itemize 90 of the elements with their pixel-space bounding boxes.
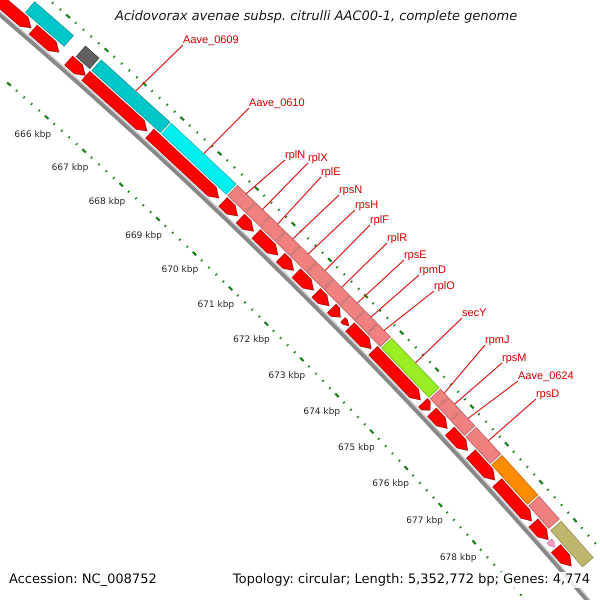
gene-label: rplN	[285, 149, 306, 161]
gene-block	[550, 520, 594, 568]
gene-block	[260, 216, 286, 242]
gene-feature	[0, 0, 32, 28]
leader-line	[308, 210, 356, 254]
leader-line	[415, 318, 462, 364]
gene-label: rpmJ	[485, 334, 510, 346]
leader-line	[454, 362, 502, 405]
gene-label: secY	[462, 307, 486, 319]
gene-block	[354, 310, 378, 334]
leader-line	[324, 224, 370, 272]
gene-block	[76, 46, 100, 70]
leader-line	[341, 242, 388, 288]
leader-line	[467, 380, 518, 419]
leader-line	[356, 260, 404, 304]
gene-feature	[345, 322, 372, 350]
gene-feature	[427, 408, 448, 429]
scale-label: 670 kbp	[160, 265, 200, 276]
gene-block	[450, 410, 476, 436]
gene-block	[290, 246, 317, 272]
scale-label: 677 kbp	[405, 516, 444, 527]
scale-label: 676 kbp	[371, 479, 410, 490]
gene-label: rplF	[370, 214, 389, 226]
gene-feature	[466, 449, 496, 480]
gene-block	[91, 60, 170, 134]
gene-label: Aave_0624	[518, 370, 574, 382]
gene-feature	[368, 346, 421, 400]
scale-label: 667 kbp	[50, 163, 90, 174]
gene-block	[323, 278, 350, 306]
gene-block	[491, 454, 538, 505]
leader-line	[488, 398, 536, 442]
gene-feature	[550, 544, 572, 566]
gene-label: rpmD	[419, 264, 446, 276]
leader-line	[135, 44, 184, 92]
gene-label: Aave_0609	[183, 34, 239, 46]
gene-feature	[145, 128, 220, 198]
gene-block	[367, 323, 391, 348]
gene-feature	[252, 229, 278, 256]
scale-label: 673 kbp	[267, 370, 306, 382]
gene-label: rpsD	[536, 388, 560, 400]
scale-label: 674 kbp	[302, 406, 342, 418]
scale-label: 668 kbp	[88, 196, 126, 208]
footer-text: Topology: circular; Length: 5,352,772 bp; Genes: 4,774	[232, 572, 590, 588]
scale-label: 669 kbp	[124, 230, 163, 242]
scale-label: 672 kbp	[232, 335, 271, 346]
gene-feature	[28, 24, 60, 53]
gene-block	[24, 1, 74, 47]
gene-feature	[292, 268, 314, 291]
gene-block	[306, 262, 334, 290]
gene-block	[438, 397, 461, 421]
gene-feature	[546, 538, 556, 548]
gene-block	[161, 122, 237, 195]
gene-block	[276, 232, 300, 256]
gene-block	[340, 295, 365, 321]
gene-label: rpsN	[339, 184, 362, 196]
gene-block	[430, 388, 449, 408]
gene-label: rpsH	[355, 199, 378, 211]
gene-label: Aave_0610	[249, 97, 305, 109]
gene-label: rplO	[434, 280, 455, 292]
gene-block	[528, 496, 560, 529]
footer-text: Accession: NC_008752	[9, 572, 157, 588]
gene-feature	[218, 197, 238, 216]
leader-line	[277, 176, 322, 225]
gene-label: rpsE	[404, 249, 427, 261]
gene-feature	[326, 304, 341, 318]
scale-label: 675 kbp	[336, 442, 376, 454]
leader-line	[203, 108, 250, 154]
gene-block	[381, 338, 440, 398]
gene-label: rplX	[308, 152, 328, 164]
gene-feature	[444, 426, 468, 451]
gene-feature	[340, 317, 350, 326]
gene-feature	[276, 252, 294, 271]
gene-label: rpsM	[502, 352, 526, 364]
title: Acidovorax avenae subsp. citrulli AAC00-1, complete genome	[115, 9, 518, 24]
gene-feature	[81, 70, 148, 132]
gene-feature	[492, 478, 532, 522]
gene-block	[227, 184, 256, 213]
leader-line	[384, 290, 434, 331]
leader-line	[444, 344, 486, 394]
leader-line	[262, 162, 308, 210]
scale-label: 666 kbp	[13, 130, 52, 141]
gene-feature	[64, 56, 86, 76]
leader-line	[370, 274, 420, 318]
gene-block	[465, 426, 502, 464]
gene-label: rplE	[321, 166, 341, 178]
gene-label: rplR	[387, 232, 408, 244]
scale-label: 671 kbp	[196, 300, 236, 312]
leader-line	[292, 194, 340, 240]
scale-label: 678 kbp	[438, 552, 478, 564]
gene-block	[245, 202, 270, 227]
